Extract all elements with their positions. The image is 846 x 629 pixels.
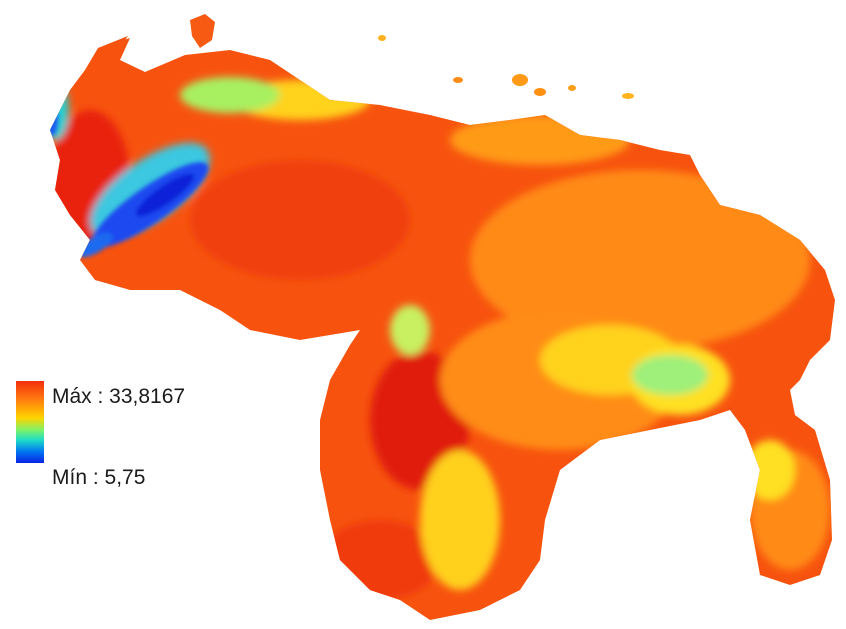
island-2 xyxy=(453,77,463,83)
yellow-zone-east-south xyxy=(745,440,795,500)
island-3 xyxy=(512,74,528,86)
legend-min-label: Mín : 5,75 xyxy=(52,466,146,489)
peninsula-tip xyxy=(190,14,215,48)
cool-zone-gran-sabana xyxy=(632,355,708,395)
legend-max-label: Máx : 33,8167 xyxy=(52,385,186,408)
island-4 xyxy=(534,88,546,96)
cold-zone-andes-core xyxy=(135,173,195,217)
island-6 xyxy=(622,93,634,99)
island-5 xyxy=(568,85,576,91)
island-1 xyxy=(378,35,386,41)
cold-zone-perija xyxy=(50,100,58,136)
warm-zone-north-coast xyxy=(450,115,630,165)
hot-zone-llanos xyxy=(190,160,410,280)
warm-zone-east xyxy=(470,170,810,350)
cool-zone-tepuis xyxy=(390,305,430,355)
cold-zone-andes-south xyxy=(77,232,113,258)
cool-zone-coastal-range xyxy=(180,77,280,113)
legend-color-ramp xyxy=(16,381,44,463)
yellow-zone-amazonas xyxy=(420,450,500,590)
